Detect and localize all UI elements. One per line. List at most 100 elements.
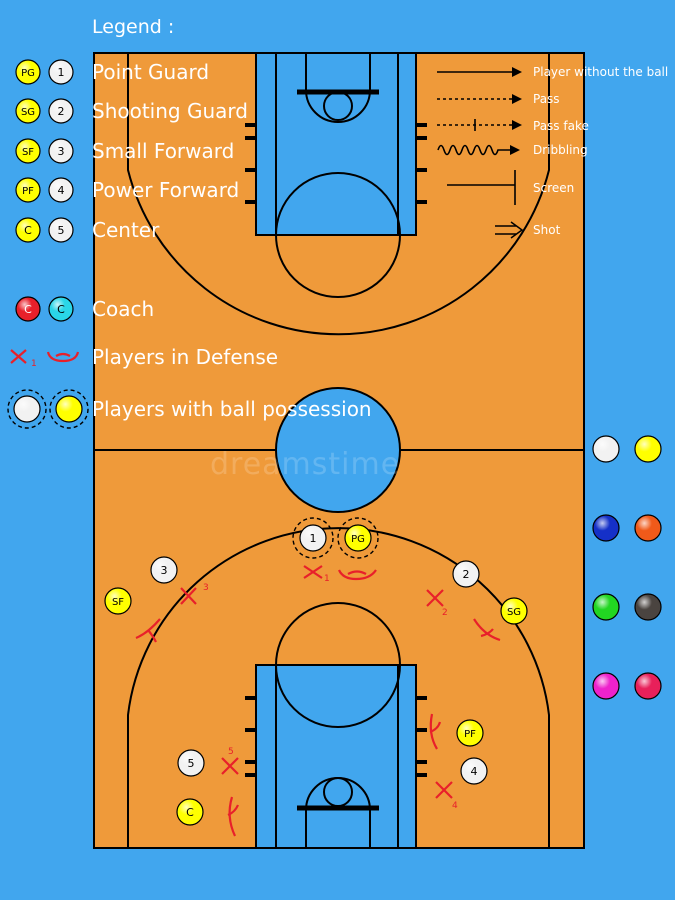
legend-token-sg: SG xyxy=(15,98,41,124)
possession-token-yellow xyxy=(55,395,83,423)
coach-token-cyan-text: C xyxy=(57,303,65,316)
legend-token-sg-text: SG xyxy=(21,107,35,118)
court-player-1: 1 xyxy=(299,524,327,552)
free-throw-circle-bottom xyxy=(275,602,401,728)
palette-swatch-4 xyxy=(634,514,662,542)
free-throw-circle-top xyxy=(275,172,401,298)
legend-label-power-forward: Power Forward xyxy=(92,178,240,202)
defense-legend-num: 1 xyxy=(31,359,37,369)
possession-ring-1 xyxy=(292,517,334,559)
court-player-sg-text: SG xyxy=(507,607,521,618)
court-player-2-text: 2 xyxy=(463,568,470,581)
defender-x-4 xyxy=(435,781,453,799)
three-point-line-top xyxy=(127,53,550,336)
legend-token-pf-text: PF xyxy=(22,186,34,197)
palette-swatch-7 xyxy=(592,672,620,700)
symbol-label-pass-fake: Pass fake xyxy=(533,119,589,133)
defense-arc-right-wing xyxy=(473,618,501,642)
legend-token-num-2-text: 2 xyxy=(58,105,65,118)
legend-token-c: C xyxy=(15,217,41,243)
defender-num-5: 5 xyxy=(228,747,234,757)
legend-token-num-2: 2 xyxy=(48,98,74,124)
paint-top xyxy=(255,52,417,236)
court-player-sf: SF xyxy=(104,587,132,615)
legend-token-num-1-text: 1 xyxy=(58,66,65,79)
symbol-label-dribble: Dribbling xyxy=(533,143,588,157)
defender-x-2 xyxy=(426,589,444,607)
hoop-bottom xyxy=(323,777,353,807)
defense-arc-right-post xyxy=(429,713,442,750)
coach-token-cyan: C xyxy=(48,296,74,322)
palette-swatch-2 xyxy=(634,435,662,463)
defender-num-4: 4 xyxy=(452,801,458,811)
symbol-label-move: Player without the ball xyxy=(533,65,669,79)
court-player-3: 3 xyxy=(150,556,178,584)
defender-x-1 xyxy=(303,565,323,579)
defender-num-2: 2 xyxy=(442,608,448,618)
defense-arc-top xyxy=(337,569,377,581)
symbol-label-shot: Shot xyxy=(533,223,561,237)
court-player-c-text: C xyxy=(186,806,194,819)
defense-arc-icon xyxy=(46,351,80,363)
symbol-label-pass: Pass xyxy=(533,92,560,106)
legend-token-pg-text: PG xyxy=(21,68,35,79)
court-player-1-text: 1 xyxy=(310,532,317,545)
legend-title: Legend : xyxy=(92,16,175,38)
palette-swatch-8 xyxy=(634,672,662,700)
coach-token-red: C xyxy=(15,296,41,322)
defender-num-3: 3 xyxy=(203,583,209,593)
possession-ring-pg xyxy=(337,517,379,559)
watermark: dreamstime xyxy=(210,447,401,482)
court-player-sg: SG xyxy=(500,597,528,625)
paint-bottom xyxy=(255,664,417,849)
dribble-arrow-icon xyxy=(437,144,512,156)
legend-label-center: Center xyxy=(92,218,160,242)
legend-token-num-5-text: 5 xyxy=(58,224,65,237)
legend-label-possession: Players with ball possession xyxy=(92,397,372,421)
defense-x-icon xyxy=(10,349,27,364)
court-player-sf-text: SF xyxy=(112,597,124,608)
defender-num-1: 1 xyxy=(324,574,330,584)
legend-token-num-4-text: 4 xyxy=(58,184,65,197)
legend-token-num-4: 4 xyxy=(48,177,74,203)
court-player-c: C xyxy=(176,798,204,826)
court-player-2: 2 xyxy=(452,560,480,588)
lane-marks-top xyxy=(245,123,427,204)
legend-token-num-3: 3 xyxy=(48,138,74,164)
legend-label-point-guard: Point Guard xyxy=(92,60,210,84)
court-player-5: 5 xyxy=(177,749,205,777)
legend-token-num-5: 5 xyxy=(48,217,74,243)
court-player-pf-text: PF xyxy=(464,729,476,740)
legend-token-num-3-text: 3 xyxy=(58,145,65,158)
palette-swatch-3 xyxy=(592,514,620,542)
three-point-line-bottom xyxy=(127,527,550,848)
defender-x-5 xyxy=(221,757,239,775)
shot-arrow-icon xyxy=(495,221,524,239)
palette-swatch-1 xyxy=(592,435,620,463)
court-player-pf: PF xyxy=(456,719,484,747)
legend-token-sf-text: SF xyxy=(22,147,34,158)
defender-x-3 xyxy=(180,587,197,605)
court-player-pg: PG xyxy=(344,524,372,552)
legend-token-sf: SF xyxy=(15,138,41,164)
legend-label-small-forward: Small Forward xyxy=(92,139,235,163)
court-player-4: 4 xyxy=(460,757,488,785)
possession-ring-icon xyxy=(49,389,89,429)
legend-symbols xyxy=(437,67,524,239)
legend-token-pg: PG xyxy=(15,59,41,85)
hoop-top xyxy=(323,91,353,121)
legend-token-pf: PF xyxy=(15,177,41,203)
palette-swatch-5 xyxy=(592,593,620,621)
legend-token-num-1: 1 xyxy=(48,59,74,85)
possession-ring-icon xyxy=(7,389,47,429)
legend-label-shooting-guard: Shooting Guard xyxy=(92,99,248,123)
center-circle xyxy=(275,387,401,513)
court-player-4-text: 4 xyxy=(471,765,478,778)
defense-arc-left-wing xyxy=(135,618,161,643)
lane-marks-bottom xyxy=(245,696,427,777)
possession-token-white xyxy=(13,395,41,423)
coach-token-red-text: C xyxy=(24,303,32,316)
legend-label-coach: Coach xyxy=(92,297,155,321)
court-player-5-text: 5 xyxy=(188,757,195,770)
court-player-3-text: 3 xyxy=(161,564,168,577)
